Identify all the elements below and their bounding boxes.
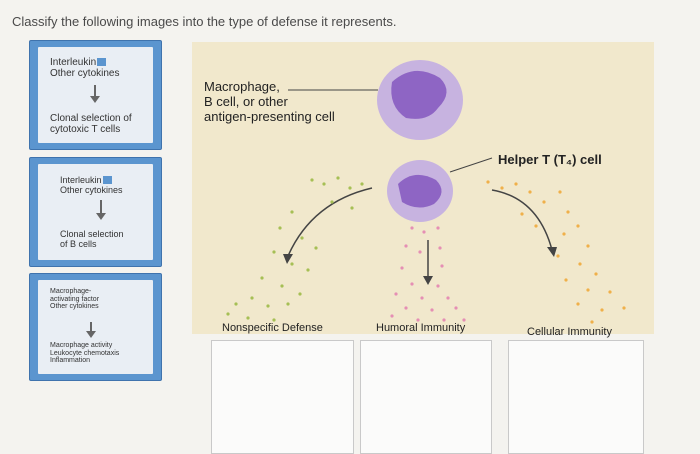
highlight-square-icon — [102, 176, 112, 184]
drop-zone-cellular-immunity[interactable] — [508, 340, 644, 454]
card-top-text: Interleukin Other cytokines — [60, 175, 123, 195]
down-arrow-icon — [86, 322, 96, 338]
cytokine-dots-orange — [486, 180, 626, 324]
category-nonspecific-defense: Nonspecific Defense — [222, 322, 323, 334]
helper-t-label: Helper T (T₄) cell — [498, 152, 602, 167]
down-arrow-icon — [96, 200, 106, 220]
macrophage-label: Macrophage, B cell, or other antigen-pre… — [204, 79, 335, 124]
immune-diagram: Macrophage, B cell, or other antigen-pre… — [192, 42, 654, 338]
category-humoral-immunity: Humoral Immunity — [376, 322, 466, 334]
category-cellular-immunity: Cellular Immunity — [527, 326, 612, 338]
drop-zone-humoral-immunity[interactable] — [360, 340, 492, 454]
card-bottom-text: Clonal selection of cytotoxic T cells — [50, 113, 132, 135]
card-bottom-text: Clonal selection of B cells — [60, 229, 124, 249]
draggable-card-b-cells[interactable]: Interleukin Other cytokines Clonal selec… — [29, 157, 162, 267]
card-image: Interleukin Other cytokines Clonal selec… — [38, 47, 153, 143]
diagram-illustration — [226, 60, 626, 324]
cytokine-dots-green — [226, 176, 364, 322]
cytokine-dots-pink — [390, 226, 466, 322]
draggable-card-cytotoxic-t[interactable]: Interleukin Other cytokines Clonal selec… — [29, 40, 162, 150]
card-bottom-text: Macrophage activity Leukocyte chemotaxis… — [50, 342, 120, 365]
card-image: Macrophage- activating factor Other cyto… — [38, 280, 153, 374]
down-arrow-icon — [90, 85, 100, 103]
question-text: Classify the following images into the t… — [12, 14, 397, 29]
card-top-text: Macrophage- activating factor Other cyto… — [50, 288, 100, 311]
card-top-text: Interleukin Other cytokines — [50, 57, 120, 79]
card-image: Interleukin Other cytokines Clonal selec… — [38, 164, 153, 260]
highlight-square-icon — [97, 58, 107, 66]
draggable-card-macrophage[interactable]: Macrophage- activating factor Other cyto… — [29, 273, 162, 381]
drop-zone-nonspecific-defense[interactable] — [211, 340, 354, 454]
